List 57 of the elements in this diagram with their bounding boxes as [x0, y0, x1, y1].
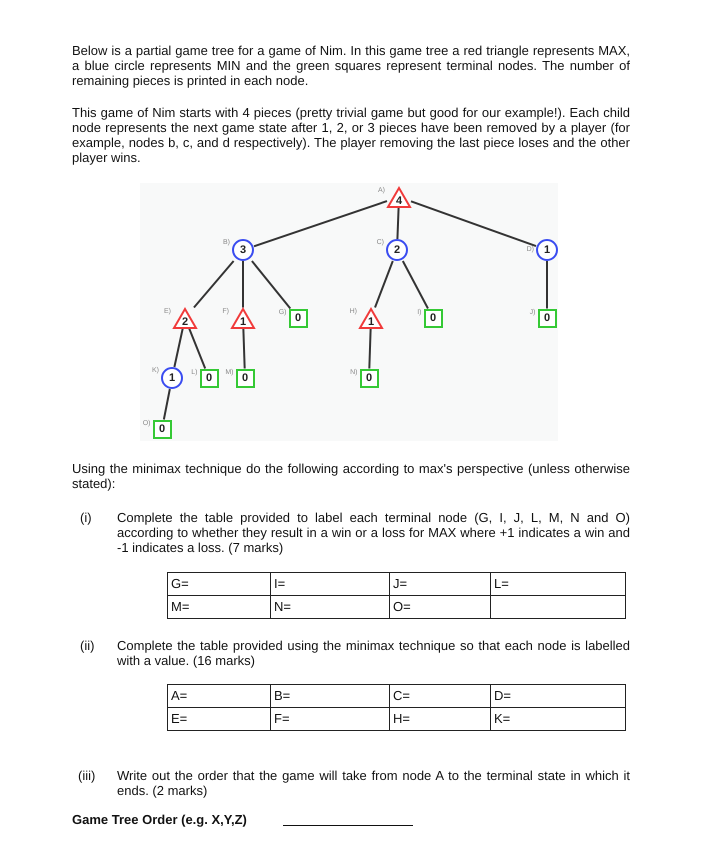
tree-edge: [368, 328, 372, 369]
paragraph: Complete the table provided using the minimax technique so that each node is labelled with a value. (16 marks): [117, 638, 630, 668]
tree-edge: [251, 260, 292, 310]
node-value: 4: [394, 194, 404, 206]
paragraph: Below is a partial game tree for a game of Nim. In this game tree a red triangle represents MAX, a blue circle represents MIN and the green squares represent terminal nodes. The number of remaining pieces is printed in each node.: [72, 43, 630, 88]
answer-prompt: Game Tree Order (e.g. X,Y,Z): [72, 812, 247, 827]
terminal-square-node: [288, 308, 308, 328]
max-triangle-node: [173, 308, 197, 328]
node-value: 1: [168, 372, 176, 384]
tree-edge: [374, 260, 394, 308]
node-value: 0: [240, 372, 250, 384]
max-triangle-node: [359, 308, 383, 328]
tree-edge: [410, 200, 536, 247]
tree-edge: [242, 328, 246, 369]
item-number: (i): [80, 510, 93, 525]
paragraph: This game of Nim starts with 4 pieces (pretty trivial game but good for our example!). Each child node represents the next game state after 1, 2, or 3 pieces have been removed by a player (for example, nodes b, c, and d respectively). The player removing the last piece loses and the other player wins.: [72, 105, 630, 165]
node-value: 0: [204, 372, 214, 384]
tree-edge: [396, 207, 400, 240]
terminal-square-node: [360, 368, 378, 388]
terminal-square-node: [152, 420, 172, 438]
node-value: 2: [180, 316, 190, 328]
tree-edge: [193, 260, 234, 308]
tree-edge: [402, 260, 429, 309]
node-value: 2: [392, 244, 402, 256]
node-value: 1: [238, 316, 248, 328]
node-value: 0: [428, 312, 438, 324]
table-cell: G=: [167, 572, 271, 596]
node-value: 0: [364, 372, 374, 384]
tree-edge: [188, 328, 206, 369]
tree-edge: [546, 261, 548, 308]
tree-edge: [173, 328, 184, 368]
node-value: 0: [294, 312, 302, 324]
table-cell: L=: [490, 572, 626, 596]
table-cell: K=: [490, 707, 626, 731]
tree-edge: [162, 388, 171, 420]
terminal-square-node: [538, 308, 556, 328]
max-triangle-node: [231, 308, 255, 328]
table-cell: A=: [167, 684, 271, 708]
paragraph: Complete the table provided to label each terminal node (G, I, J, L, M, N and O) according to whether they result in a win or a loss for MAX where +1 indicates a win and -1 indicates a loss. (7 marks): [117, 510, 630, 555]
node-value: 1: [542, 244, 552, 256]
table-cell: D=: [490, 684, 626, 708]
table-cell: M=: [167, 595, 271, 619]
terminal-square-node: [236, 368, 254, 388]
node-value: 3: [238, 244, 248, 256]
table-cell: E=: [167, 707, 271, 731]
paragraph: Write out the order that the game will take from node A to the terminal state in which it ends. (2 marks): [117, 768, 630, 798]
tree-edge: [242, 261, 244, 308]
max-triangle-node: [387, 186, 411, 208]
item-number: (ii): [80, 638, 96, 653]
node-value: 0: [542, 312, 552, 324]
node-value: 1: [366, 316, 376, 328]
paragraph: Using the minimax technique do the following according to max's perspective (unless otherwise stated):: [72, 461, 630, 491]
node-value: 0: [158, 423, 166, 435]
tree-edge: [254, 200, 388, 248]
terminal-square-node: [424, 308, 442, 328]
terminal-square-node: [200, 368, 218, 388]
item-number: (iii): [78, 768, 96, 783]
